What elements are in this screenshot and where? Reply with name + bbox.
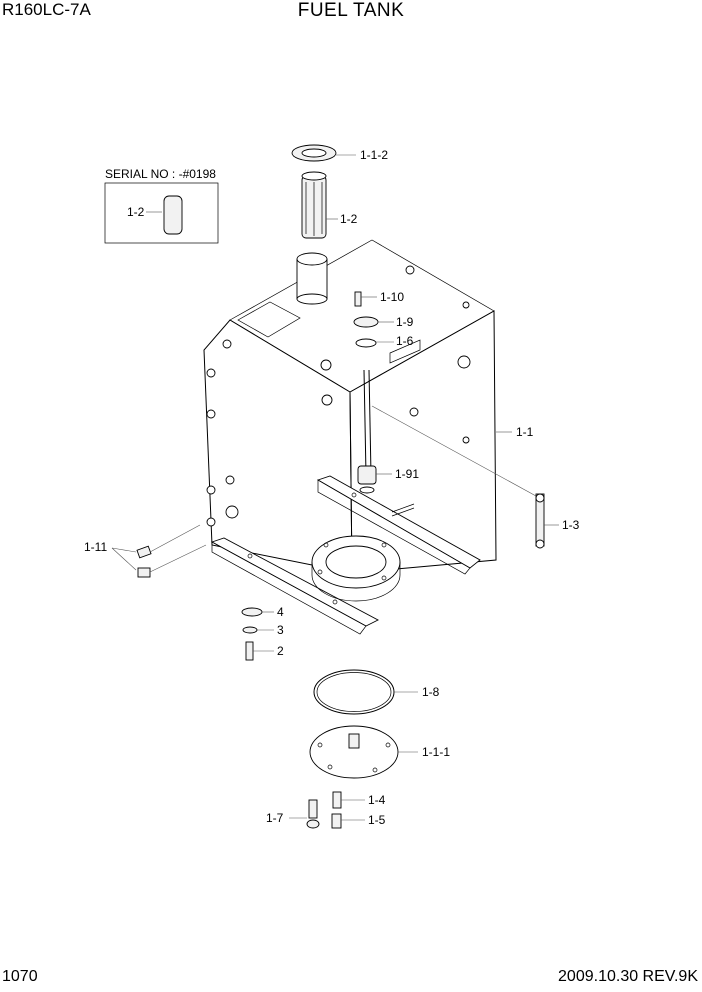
serial-part-label: 1-2 xyxy=(127,205,145,219)
callout-1-7: 1-7 xyxy=(266,811,284,825)
bottom-cover xyxy=(309,725,418,779)
serial-inset: SERIAL NO : -#0198 1-2 xyxy=(104,167,219,244)
strainer xyxy=(301,171,338,239)
callout-2: 2 xyxy=(277,644,284,658)
level-gauge xyxy=(353,291,415,517)
callout-1-9: 1-9 xyxy=(396,315,414,329)
cap-ring xyxy=(291,144,356,162)
strainer-small xyxy=(163,195,183,235)
callout-1-6: 1-6 xyxy=(396,334,414,348)
bottom-flange xyxy=(311,535,401,602)
callout-1-3: 1-3 xyxy=(562,518,580,532)
serial-label: SERIAL NO : -#0198 xyxy=(105,167,216,181)
fuel-tank-body xyxy=(203,239,497,574)
callout-1-91: 1-91 xyxy=(395,467,419,481)
support-rails xyxy=(210,475,481,635)
drain-fittings xyxy=(111,524,207,578)
callout-1-1: 1-1 xyxy=(516,425,534,439)
callout-1-11: 1-11 xyxy=(84,540,107,554)
model-code: R160LC-7A xyxy=(2,0,91,19)
page-title: FUEL TANK xyxy=(297,0,405,21)
callout-1-10: 1-10 xyxy=(380,290,404,304)
callout-3: 3 xyxy=(277,623,284,637)
mount-hardware xyxy=(241,607,274,661)
sight-gauge xyxy=(371,405,559,549)
callout-1-5: 1-5 xyxy=(368,813,386,827)
o-ring xyxy=(313,669,418,715)
revision-date: 2009.10.30 REV.9K xyxy=(558,968,698,985)
drain-parts xyxy=(289,791,365,829)
callout-1-8: 1-8 xyxy=(422,685,440,699)
callout-4: 4 xyxy=(277,605,284,619)
callout-1-1-2: 1-1-2 xyxy=(360,148,388,162)
page-number: 1070 xyxy=(2,968,38,985)
callout-1-4: 1-4 xyxy=(368,793,386,807)
callout-1-2: 1-2 xyxy=(340,212,358,226)
callout-1-1-1: 1-1-1 xyxy=(422,745,450,759)
